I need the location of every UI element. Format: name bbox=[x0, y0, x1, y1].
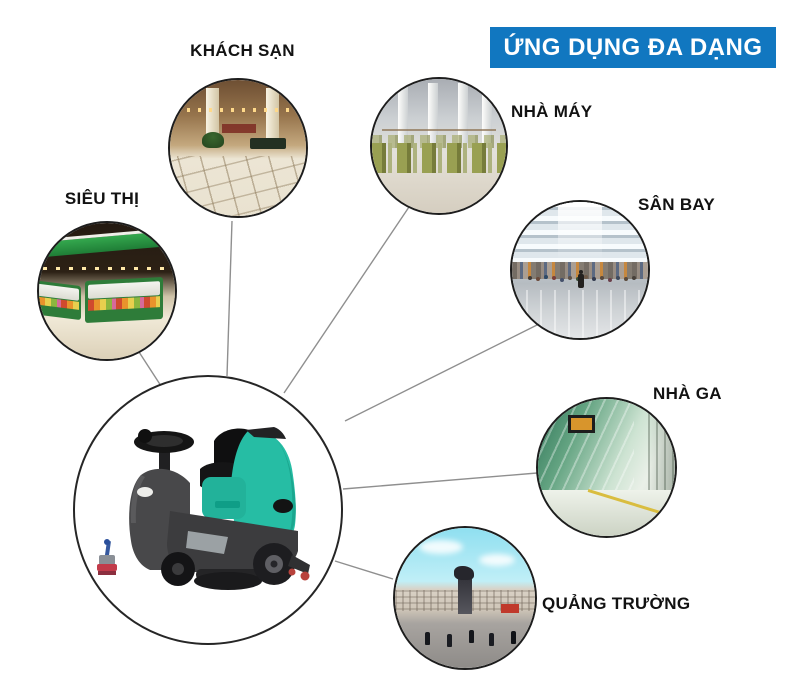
floor-scrubber-machine bbox=[129, 427, 310, 590]
airport-scene bbox=[512, 202, 648, 338]
connector-line-square bbox=[334, 560, 394, 580]
connector-line-airport bbox=[344, 322, 542, 422]
model-label bbox=[215, 501, 240, 508]
crowd bbox=[528, 276, 532, 280]
supermarket-scene bbox=[39, 223, 175, 359]
brand-label bbox=[137, 487, 153, 497]
pedestrians bbox=[425, 632, 430, 645]
square-photo-circle bbox=[393, 526, 537, 670]
station-photo-circle bbox=[536, 397, 677, 538]
steering-column bbox=[159, 447, 170, 475]
title-banner: ỨNG DỤNG ĐA DẠNG bbox=[490, 27, 776, 68]
squeegee-wheel bbox=[300, 571, 310, 581]
label-factory: NHÀ MÁY bbox=[511, 102, 593, 121]
label-supermarket: SIÊU THỊ bbox=[64, 189, 140, 208]
platform-screen bbox=[568, 415, 595, 433]
city-square-scene bbox=[395, 528, 535, 668]
machine-row bbox=[372, 143, 506, 173]
mini-scrubber-accessory bbox=[97, 539, 117, 575]
squeegee bbox=[288, 555, 310, 574]
label-airport: SÂN BAY bbox=[638, 195, 716, 214]
metro-platform-scene bbox=[538, 399, 675, 536]
connector-line-hotel bbox=[226, 220, 233, 377]
lobby-plant bbox=[202, 132, 224, 148]
factory-photo-circle bbox=[370, 77, 508, 215]
hotel-photo-circle bbox=[168, 78, 308, 218]
hotel-lobby-scene bbox=[170, 80, 306, 216]
label-square: QUẢNG TRƯỜNG bbox=[542, 594, 691, 613]
hose-port bbox=[273, 499, 293, 513]
airport-photo-circle bbox=[510, 200, 650, 340]
factory-scene bbox=[372, 79, 506, 213]
fruit-display bbox=[88, 296, 160, 312]
monument-statue bbox=[454, 565, 474, 580]
label-station: NHÀ GA bbox=[653, 384, 722, 403]
produce-case bbox=[85, 276, 163, 324]
marble-floor bbox=[170, 156, 306, 216]
traveler-silhouette bbox=[578, 270, 584, 288]
label-hotel: KHÁCH SẠN bbox=[190, 41, 295, 60]
monument-base bbox=[458, 578, 472, 615]
lobby-lights bbox=[176, 108, 300, 112]
supermarket-photo-circle bbox=[37, 221, 177, 361]
machine-body-teal bbox=[231, 430, 296, 545]
foot-platform bbox=[186, 531, 228, 554]
steering-knob bbox=[138, 429, 152, 443]
recovery-tank bbox=[202, 477, 246, 519]
brush-deck bbox=[194, 572, 262, 590]
connector-line-factory bbox=[283, 206, 410, 394]
connector-line-station bbox=[342, 472, 538, 490]
